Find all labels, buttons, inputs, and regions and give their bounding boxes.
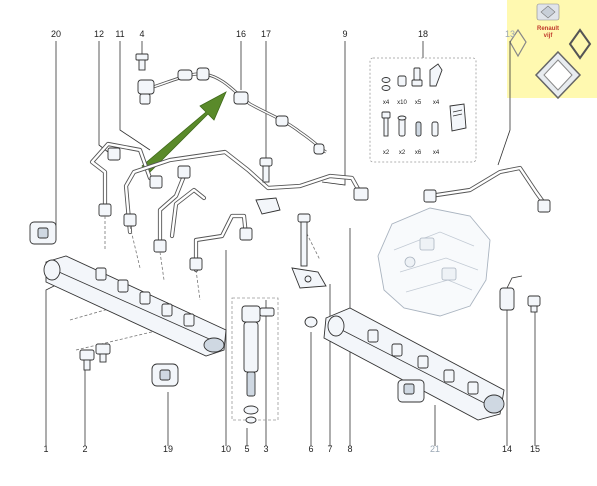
kit-qty-2: x10 bbox=[397, 100, 407, 106]
sensor-14-icon bbox=[499, 275, 523, 311]
renault-diamond-small-right-icon bbox=[568, 28, 592, 60]
bolt-15-icon bbox=[527, 295, 541, 313]
kit-nozzle-washer-icon bbox=[415, 121, 422, 137]
kit-qty-6: x2 bbox=[399, 150, 406, 156]
badge-sub-text: vijf bbox=[544, 33, 554, 39]
callout-label-1: 1 bbox=[43, 444, 48, 454]
high-pressure-pump bbox=[377, 207, 491, 317]
callout-label-14: 14 bbox=[502, 444, 512, 454]
kit-qty-3: x5 bbox=[415, 100, 422, 106]
kit-qty-5: x2 bbox=[383, 150, 390, 156]
stud-bolt-8-icon bbox=[297, 213, 311, 267]
rail-right-sensor-icon bbox=[397, 379, 425, 403]
callout-label-21: 21 bbox=[430, 444, 440, 454]
rail-end-cap-icon bbox=[43, 259, 225, 353]
kit-instruction-booklet-icon bbox=[449, 103, 467, 132]
renault-diamond-large-icon bbox=[534, 50, 582, 100]
pressure-sensor-20-icon bbox=[29, 221, 57, 245]
kit-qty-1: x4 bbox=[383, 100, 390, 106]
callout-label-4: 4 bbox=[139, 29, 144, 39]
o-ring-6-icon bbox=[304, 316, 318, 328]
callout-label-3: 3 bbox=[263, 444, 268, 454]
brand-badge: Renault vijf bbox=[507, 0, 597, 100]
rail-outlet-icon bbox=[95, 267, 195, 327]
callout-label-10: 10 bbox=[221, 444, 231, 454]
pipe-fitting-icon bbox=[98, 147, 551, 271]
rail-right-outlet-icon bbox=[367, 329, 479, 395]
callout-label-19: 19 bbox=[163, 444, 173, 454]
callout-label-11: 11 bbox=[115, 29, 124, 39]
kit-bolt-icon bbox=[381, 111, 391, 137]
kit-clip-icon bbox=[411, 67, 423, 87]
bracket-9-icon bbox=[255, 197, 281, 215]
injector-assembly bbox=[231, 157, 327, 424]
high-pressure-pipes bbox=[89, 141, 551, 273]
pressure-regulator-19-icon bbox=[151, 363, 179, 387]
kit-qty-8: x4 bbox=[433, 150, 440, 156]
callout-label-2: 2 bbox=[82, 444, 87, 454]
kit-qty-7: x6 bbox=[415, 150, 422, 156]
fuel-rail-left bbox=[29, 221, 227, 387]
renault-diamond-small-left-icon bbox=[509, 28, 527, 58]
clamp-7-icon bbox=[291, 267, 327, 289]
banjo-bolt-4-icon bbox=[135, 53, 149, 71]
kit-seal-ring-icon bbox=[381, 77, 391, 91]
callout-label-20: 20 bbox=[51, 29, 61, 39]
callout-label-8: 8 bbox=[347, 444, 352, 454]
callout-label-12: 12 bbox=[94, 29, 104, 39]
kit-qty-4: x4 bbox=[433, 100, 440, 106]
mounting-bolt-2b-icon bbox=[95, 343, 111, 363]
callout-label-16: 16 bbox=[236, 29, 246, 39]
callout-label-5: 5 bbox=[244, 444, 249, 454]
kit-connector-icon bbox=[429, 63, 443, 87]
callout-label-15: 15 bbox=[530, 444, 540, 454]
pump-fitting-icon bbox=[404, 237, 457, 281]
bolt-17-icon bbox=[259, 157, 273, 183]
kit-cap-icon bbox=[397, 75, 407, 87]
mounting-bolt-2-icon bbox=[79, 349, 95, 371]
callout-label-7: 7 bbox=[327, 444, 332, 454]
callout-label-13: 13 bbox=[505, 29, 515, 39]
fuel-return-line bbox=[135, 53, 327, 155]
seal-kit-box: x4 x10 x5 x4 x2 x2 x6 x4 bbox=[369, 57, 477, 163]
badge-brand-text: Renault bbox=[537, 26, 559, 32]
callout-label-17: 17 bbox=[261, 29, 271, 39]
callout-label-6: 6 bbox=[308, 444, 313, 454]
fuel-rail-right bbox=[323, 307, 505, 421]
rail-right-end-cap-icon bbox=[327, 315, 505, 414]
return-line-connector-icon bbox=[137, 67, 325, 155]
injector-body-icon bbox=[241, 305, 275, 397]
callout-label-18: 18 bbox=[418, 29, 428, 39]
renault-logo-icon bbox=[536, 3, 560, 21]
kit-sleeve-icon bbox=[397, 115, 407, 137]
callout-label-9: 9 bbox=[342, 29, 347, 39]
kit-small-sleeve-icon bbox=[431, 121, 439, 137]
injector-washer-5-icon bbox=[243, 405, 259, 424]
